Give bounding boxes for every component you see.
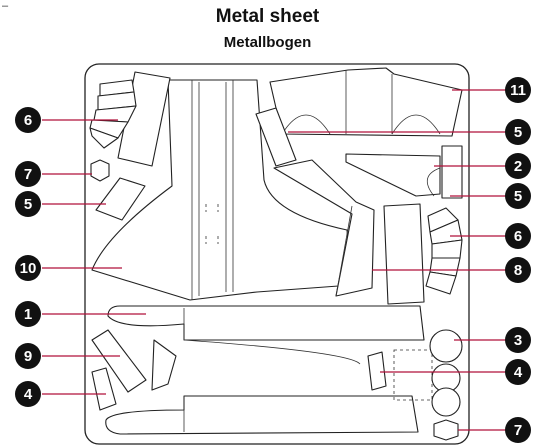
callout-number: 5: [514, 188, 522, 205]
part-4-left: [91, 367, 117, 411]
callout-8-right: 8: [505, 257, 531, 283]
callout-number: 9: [24, 348, 32, 365]
callout-number: 7: [514, 422, 522, 439]
callout-number: 6: [514, 228, 522, 245]
callout-4-right: 4: [505, 359, 531, 385]
part-1-strip-lower: [105, 339, 419, 435]
callout-10-left: 10: [15, 255, 41, 281]
callout-4-left: 4: [15, 381, 41, 407]
callout-1-left: 1: [15, 301, 41, 327]
callout-6-top-left: 6: [15, 107, 41, 133]
part-7-hexagon-right: [433, 419, 459, 441]
callout-3-right: 3: [505, 327, 531, 353]
callout-6-right: 6: [505, 223, 531, 249]
part-8: [273, 159, 375, 297]
callout-number: 11: [510, 82, 526, 99]
callout-7-left: 7: [15, 161, 41, 187]
part-2: [345, 153, 441, 197]
callout-number: 7: [24, 166, 32, 183]
callout-number: 3: [514, 332, 522, 349]
corner-mark: –: [2, 0, 9, 12]
callout-number: 10: [20, 260, 37, 277]
callout-number: 6: [24, 112, 32, 129]
part-6-top-left: [89, 71, 171, 167]
part-10-hull: [91, 79, 353, 301]
callout-2-right: 2: [505, 153, 531, 179]
part-9: [91, 329, 177, 393]
callout-number: 1: [24, 306, 32, 323]
callout-7-bottom-right: 7: [505, 417, 531, 443]
callout-number: 4: [24, 386, 33, 403]
title-english: Metal sheet: [215, 6, 320, 27]
callout-number: 5: [514, 124, 522, 141]
callout-number: 2: [514, 158, 522, 175]
part-6-right: [383, 203, 463, 305]
callout-number: 4: [514, 364, 523, 381]
part-5-left: [95, 177, 146, 221]
part-7-hexagon-left: [90, 159, 110, 182]
part-4-right: [367, 349, 433, 401]
callout-9-left: 9: [15, 343, 41, 369]
leader-lines: [42, 89, 506, 431]
part-5-upper: [255, 107, 297, 167]
part-11-canopy: [269, 67, 463, 137]
callout-5-upper-right: 5: [505, 119, 531, 145]
part-5-right: [441, 145, 463, 199]
callout-number: 8: [514, 262, 522, 279]
title-german: Metallbogen: [223, 34, 312, 51]
part-3-circles: [429, 329, 463, 417]
callout-11-right: 11: [505, 77, 531, 103]
callout-5-right: 5: [505, 183, 531, 209]
callout-number: 5: [24, 196, 32, 213]
part-1-strip: [107, 305, 425, 341]
callout-5-left: 5: [15, 191, 41, 217]
